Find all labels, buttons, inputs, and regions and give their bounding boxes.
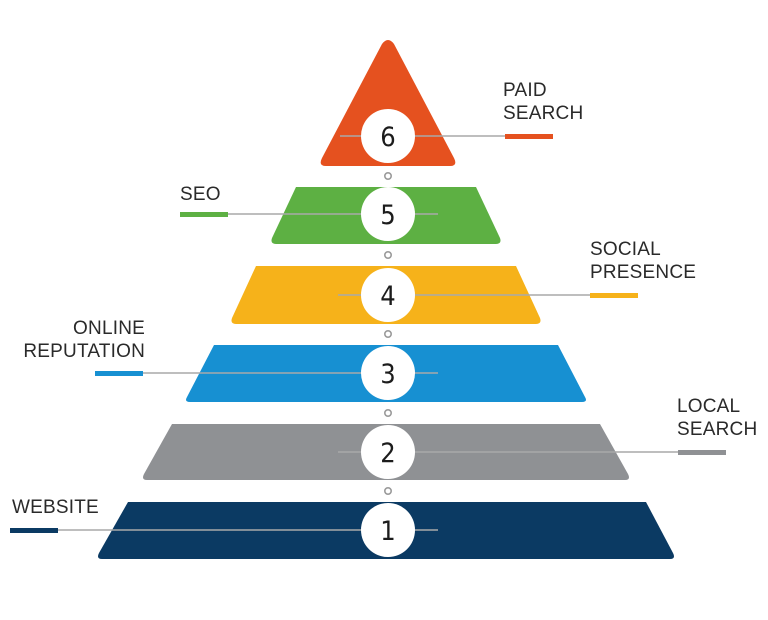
- label-online-reputation-line1: ONLINE: [73, 318, 145, 339]
- badge-1: 1: [361, 503, 415, 557]
- tier-number-6: 6: [380, 122, 395, 153]
- label-bars: [10, 134, 726, 533]
- label-website: WEBSITE: [12, 497, 99, 518]
- leader-lines: [58, 135, 680, 531]
- label-bar-3: [95, 371, 143, 376]
- badge-circle: [361, 425, 415, 479]
- label-online-reputation-line2: REPUTATION: [23, 341, 145, 362]
- tier-number-2: 2: [380, 438, 395, 469]
- label-bar-2: [678, 450, 726, 455]
- badge-circle: [361, 346, 415, 400]
- badge-circle: [361, 109, 415, 163]
- label-social-presence-line2: PRESENCE: [590, 262, 696, 283]
- inner-stubs: [338, 135, 438, 531]
- badge-circle: [361, 187, 415, 241]
- badge-circle: [361, 503, 415, 557]
- tier-labels: PAID SEARCH SEO SOCIAL PRESENCE ONLINE R…: [12, 80, 757, 518]
- connector-ring: [383, 251, 392, 260]
- label-bar-1: [10, 528, 58, 533]
- tier-number-5: 5: [380, 200, 395, 231]
- label-paid-search-line1: PAID: [503, 80, 547, 101]
- label-local-search-line2: SEARCH: [677, 419, 757, 440]
- tier-number-3: 3: [380, 359, 395, 390]
- badge-6: 6: [361, 109, 415, 163]
- connector-ring: [383, 329, 392, 338]
- label-bar-5: [180, 212, 228, 217]
- badge-2: 2: [361, 425, 415, 479]
- label-bar-6: [505, 134, 553, 139]
- label-social-presence-line1: SOCIAL: [590, 239, 661, 260]
- label-bar-4: [590, 293, 638, 298]
- badge-circle: [361, 268, 415, 322]
- label-seo: SEO: [180, 184, 221, 205]
- tier-6-shape: [320, 40, 456, 166]
- connector-ring: [383, 172, 392, 181]
- label-paid-search-line2: SEARCH: [503, 103, 583, 124]
- connector-rings: [383, 172, 392, 495]
- badge-3: 3: [361, 346, 415, 400]
- connector-ring: [383, 486, 392, 495]
- tier-number-4: 4: [380, 281, 395, 312]
- badge-5: 5: [361, 187, 415, 241]
- badge-4: 4: [361, 268, 415, 322]
- tier-number-1: 1: [380, 516, 395, 547]
- label-local-search-line1: LOCAL: [677, 396, 740, 417]
- connector-ring: [383, 408, 392, 417]
- number-badges: 6 5 4 3 2 1: [361, 109, 415, 557]
